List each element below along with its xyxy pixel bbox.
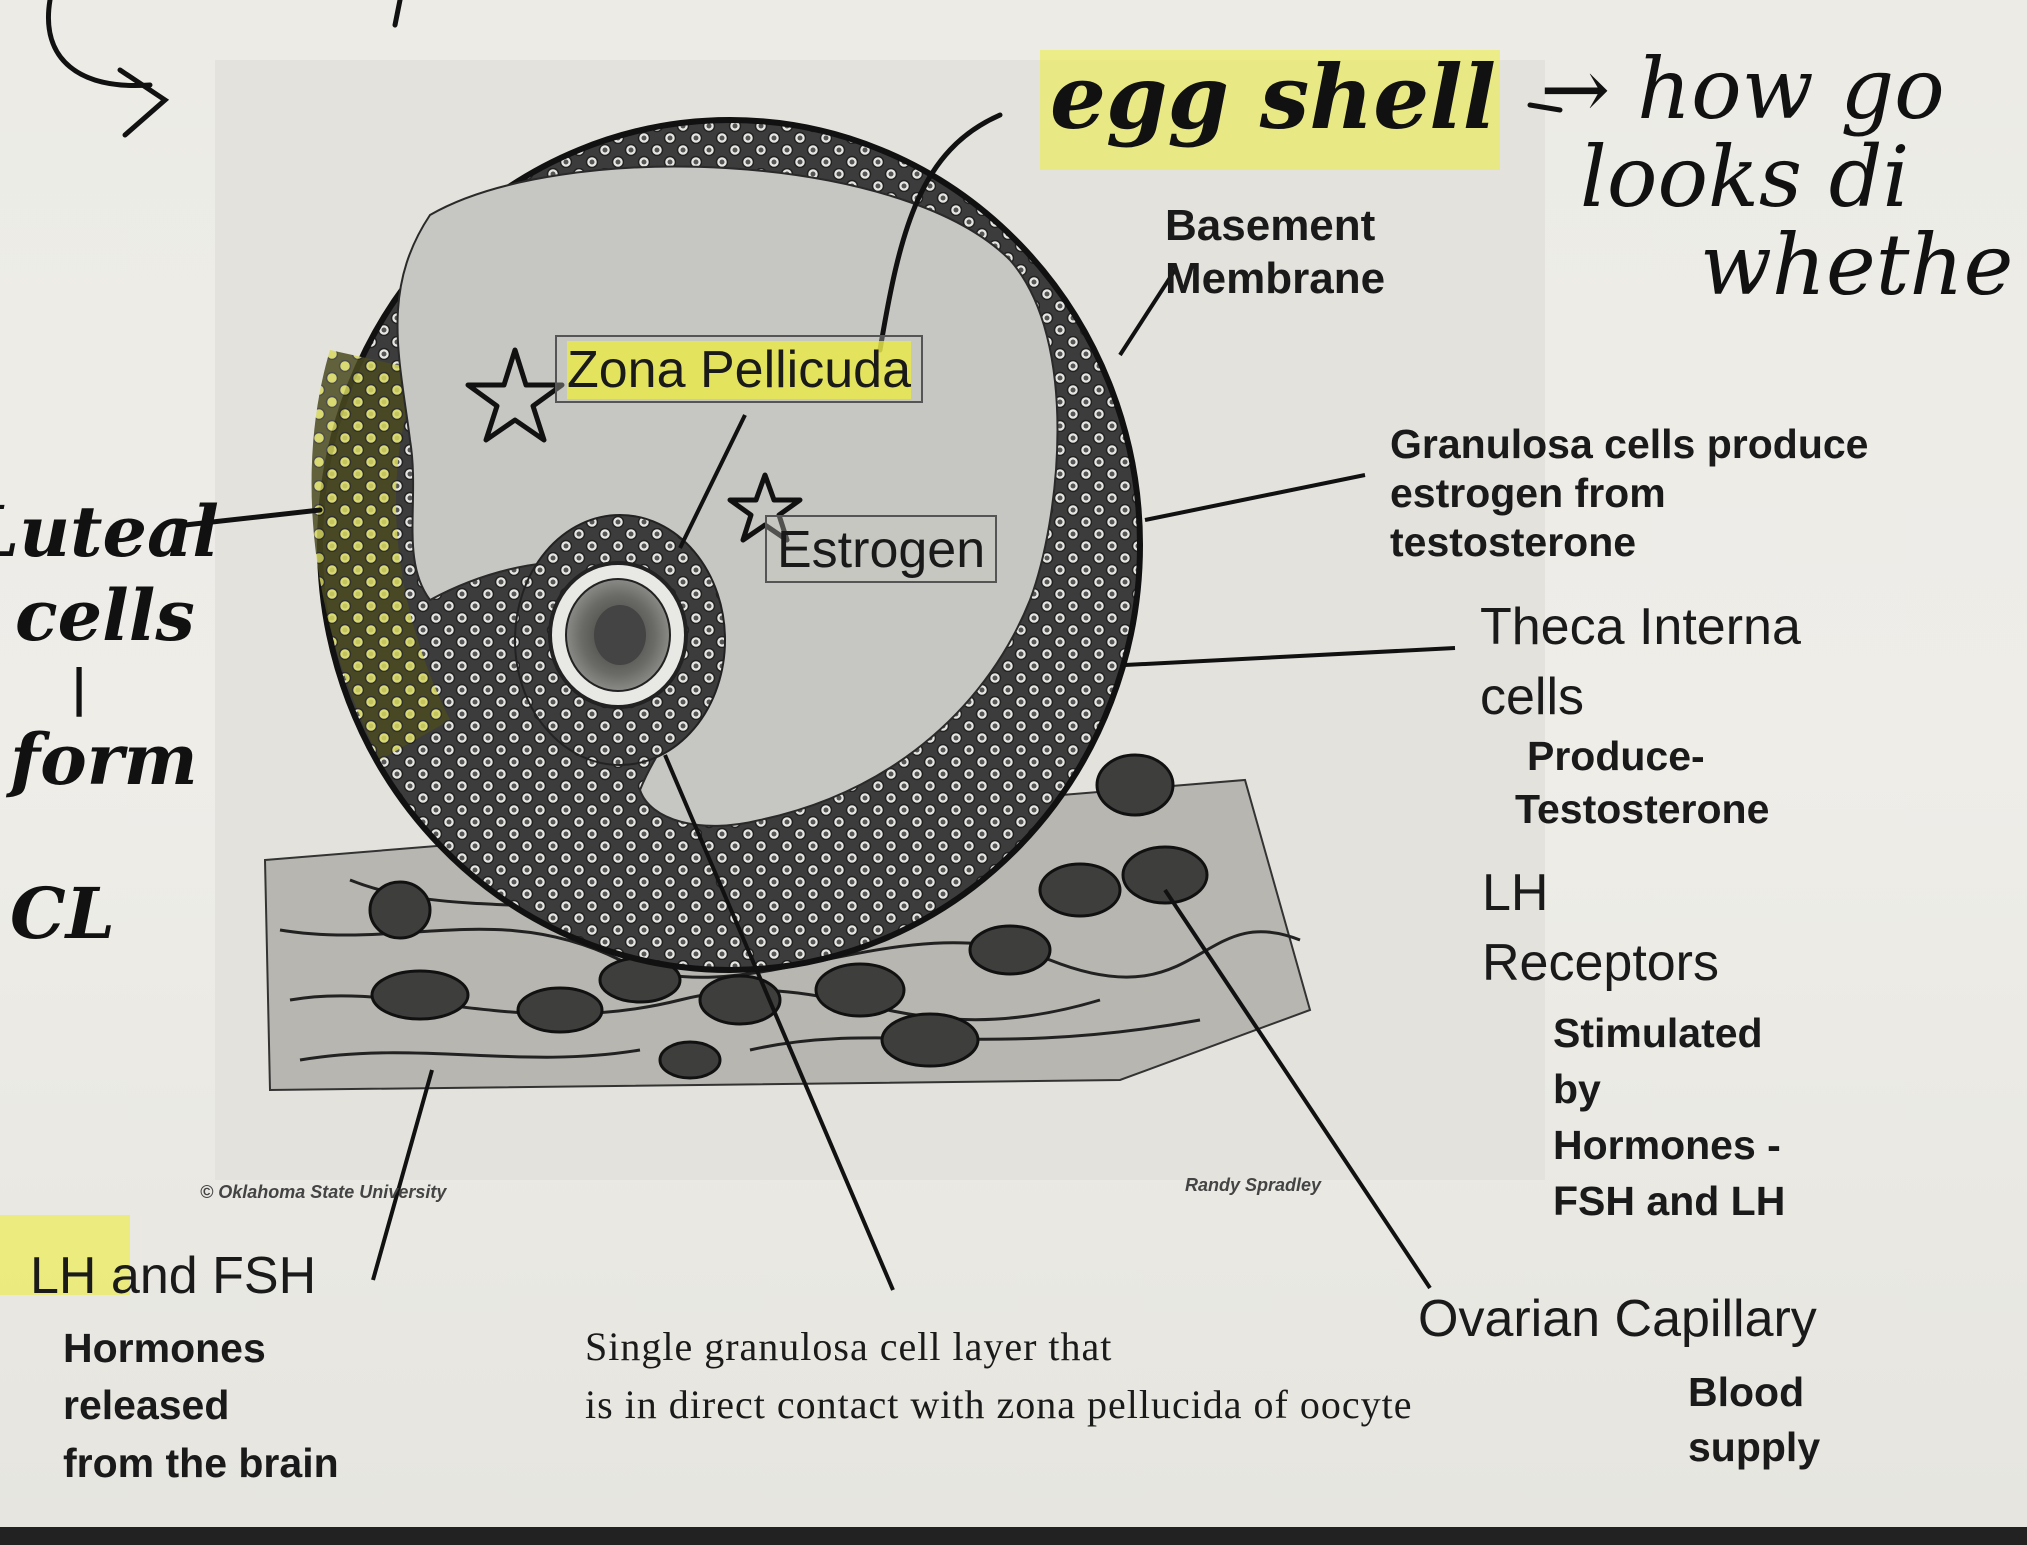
left-note-line-4: form [10, 718, 198, 801]
granulosa-line-2: estrogen from [1390, 470, 1666, 517]
stimulated-line-3: Hormones - [1553, 1122, 1781, 1169]
left-note-line-5: CL [10, 872, 115, 955]
credit-left: © Oklahoma State University [200, 1182, 447, 1202]
oocyte-nucleus [594, 605, 646, 665]
luteal-highlight-region [311, 350, 450, 760]
hormones-released-line-2: released [63, 1382, 230, 1429]
granulosa-label: Granulosa cells produce estrogen from te… [1390, 420, 1869, 568]
single-granulosa-label: Single granulosa cell layer that is in d… [585, 1318, 1413, 1434]
arrow-dash [1527, 102, 1563, 113]
theca-interna-label: Theca Interna cells [1480, 592, 1801, 732]
left-note-line-1: Luteal [0, 490, 219, 573]
theca-interna-line-1: Theca Interna [1480, 598, 1801, 656]
left-note-line-2: cells [15, 574, 195, 657]
handwritten-marks [46, 0, 1563, 528]
estrogen-text: Estrogen [777, 521, 986, 579]
estrogen-label: Estrogen [765, 515, 998, 584]
lh-receptors-label: LH Receptors [1482, 858, 1719, 998]
theca-produce-line-2: Testosterone [1515, 786, 1770, 833]
hormones-released-line-3: from the brain [63, 1439, 339, 1486]
basement-membrane-line-1: Basement [1165, 201, 1376, 250]
lh-highlight [0, 1215, 130, 1295]
lh-receptors-line-2: Receptors [1482, 934, 1719, 993]
egg-shell-handwriting: egg shell [1050, 45, 1497, 149]
stimulated-label: Stimulated by Hormones - FSH and LH [1553, 1005, 1785, 1230]
stimulated-line-2: by [1553, 1066, 1601, 1113]
egg-shell-highlight [1040, 50, 1500, 170]
stimulated-line-1: Stimulated [1553, 1010, 1763, 1056]
zona-pellucida-text: Zona Pellicuda [567, 341, 911, 399]
single-granulosa-line [663, 754, 895, 1291]
theca-produce-line-1: Produce- [1527, 733, 1705, 779]
top-right-line-2: looks di [1580, 128, 1910, 227]
photo-bottom-edge [0, 1527, 2027, 1545]
blood-supply-line-1: Blood [1688, 1369, 1805, 1415]
stimulated-line-4: FSH and LH [1553, 1178, 1786, 1225]
credit-right: Randy Spradley [1185, 1175, 1322, 1195]
top-left-arrowhead [117, 67, 170, 138]
single-granulosa-line-1: Single granulosa cell layer that [585, 1324, 1113, 1369]
zona-pellucida-line [678, 414, 747, 549]
star-icon [465, 347, 565, 443]
lh-fsh-line [371, 1069, 434, 1281]
antrum [396, 165, 1059, 827]
hormones-released-line-1: Hormones [63, 1325, 266, 1371]
zona-pellucida-label: Zona Pellicuda [555, 335, 923, 404]
blood-supply-label: Blood supply [1688, 1365, 1820, 1476]
lh-fsh-label: LH and FSH [30, 1245, 316, 1307]
top-tick [392, 0, 403, 28]
top-left-arrow-curve [46, 0, 153, 89]
theca-cell-nuclei [368, 753, 1209, 1080]
lh-receptors-line-1: LH [1482, 864, 1549, 922]
ovarian-capillary-line [1163, 888, 1432, 1290]
granulosa-line [1144, 473, 1366, 522]
theca-interna-line [1124, 646, 1456, 667]
theca-produce-label: Produce- Testosterone [1515, 730, 1769, 837]
theca-interna-line-2: cells [1480, 668, 1585, 727]
lh-fsh-text: LH and FSH [30, 1247, 317, 1305]
ovarian-capillary-text: Ovarian Capillary [1418, 1290, 1817, 1348]
left-handwriting: Luteal cells | form CL [0, 490, 219, 956]
basement-membrane-label: Basement Membrane [1165, 200, 1385, 306]
top-right-line-1: → how go [1540, 40, 1945, 138]
top-right-handwriting: → how go looks di whethe [1540, 45, 2013, 310]
top-right-line-3: whethe [1700, 216, 2014, 315]
basement-membrane-line [1118, 268, 1177, 357]
luteal-pointer [182, 507, 323, 528]
single-granulosa-line-2: is in direct contact with zona pellucida… [585, 1382, 1413, 1427]
ovarian-capillary-label: Ovarian Capillary [1418, 1288, 1817, 1350]
egg-shell-pointer [877, 112, 1003, 353]
basement-membrane-line-2: Membrane [1165, 253, 1386, 303]
hormones-released-label: Hormones released from the brain [63, 1320, 339, 1492]
granulosa-line-1: Granulosa cells produce [1390, 421, 1869, 467]
leader-lines [371, 268, 1456, 1291]
blood-supply-line-2: supply [1688, 1424, 1821, 1471]
granulosa-line-3: testosterone [1390, 519, 1637, 566]
left-note-line-3: | [70, 658, 89, 717]
